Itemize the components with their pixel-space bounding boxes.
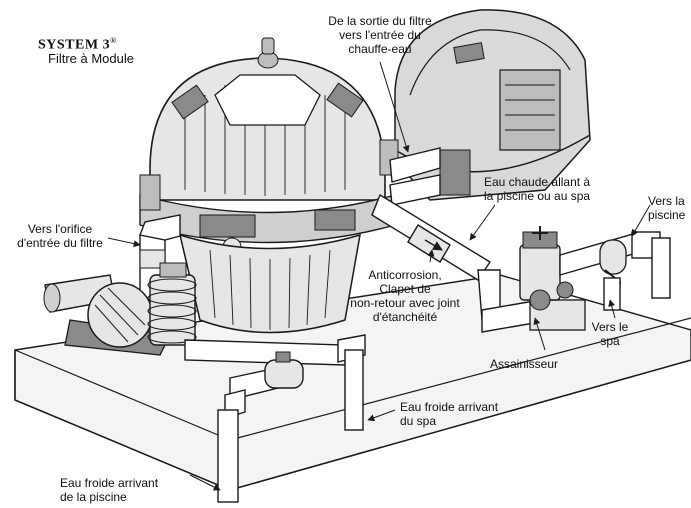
to-filter-inlet-label: Vers l'orifice d'entrée du filtre <box>17 222 103 250</box>
pool-spa-return-pipes <box>559 231 671 311</box>
cold-from-spa-label: Eau froide arrivant du spa <box>400 400 499 428</box>
check-valve-label: Anticorrosion, Clapet de non-retour avec… <box>350 268 460 324</box>
filter-name-label: Filtre à Module <box>48 51 134 66</box>
brand-logo: SYSTEM 3® <box>38 36 117 54</box>
pump <box>43 262 197 356</box>
cold-from-pool-label: Eau froide arrivant de la piscine <box>60 476 159 504</box>
suction-pipes <box>184 334 366 503</box>
heater <box>394 9 591 201</box>
sanitizer-label: Assainisseur <box>490 357 559 371</box>
to-pool-label: Vers la piscine <box>648 194 686 222</box>
brand-name: SYSTEM 3 <box>38 37 111 53</box>
to-spa-label: Vers le spa <box>591 320 629 348</box>
hot-water-label: Eau chaude allant à la piscine ou au spa <box>484 175 591 203</box>
callout-leaders <box>107 61 651 491</box>
sanitizer-unit <box>519 226 586 331</box>
brand-registered-mark: ® <box>110 36 117 45</box>
hot-water-pipe <box>371 193 541 333</box>
filter <box>139 37 399 334</box>
filter-to-heater-label: De la sortie du filtre vers l'entrée du … <box>328 14 432 56</box>
filter-to-heater-pipe <box>389 147 441 206</box>
